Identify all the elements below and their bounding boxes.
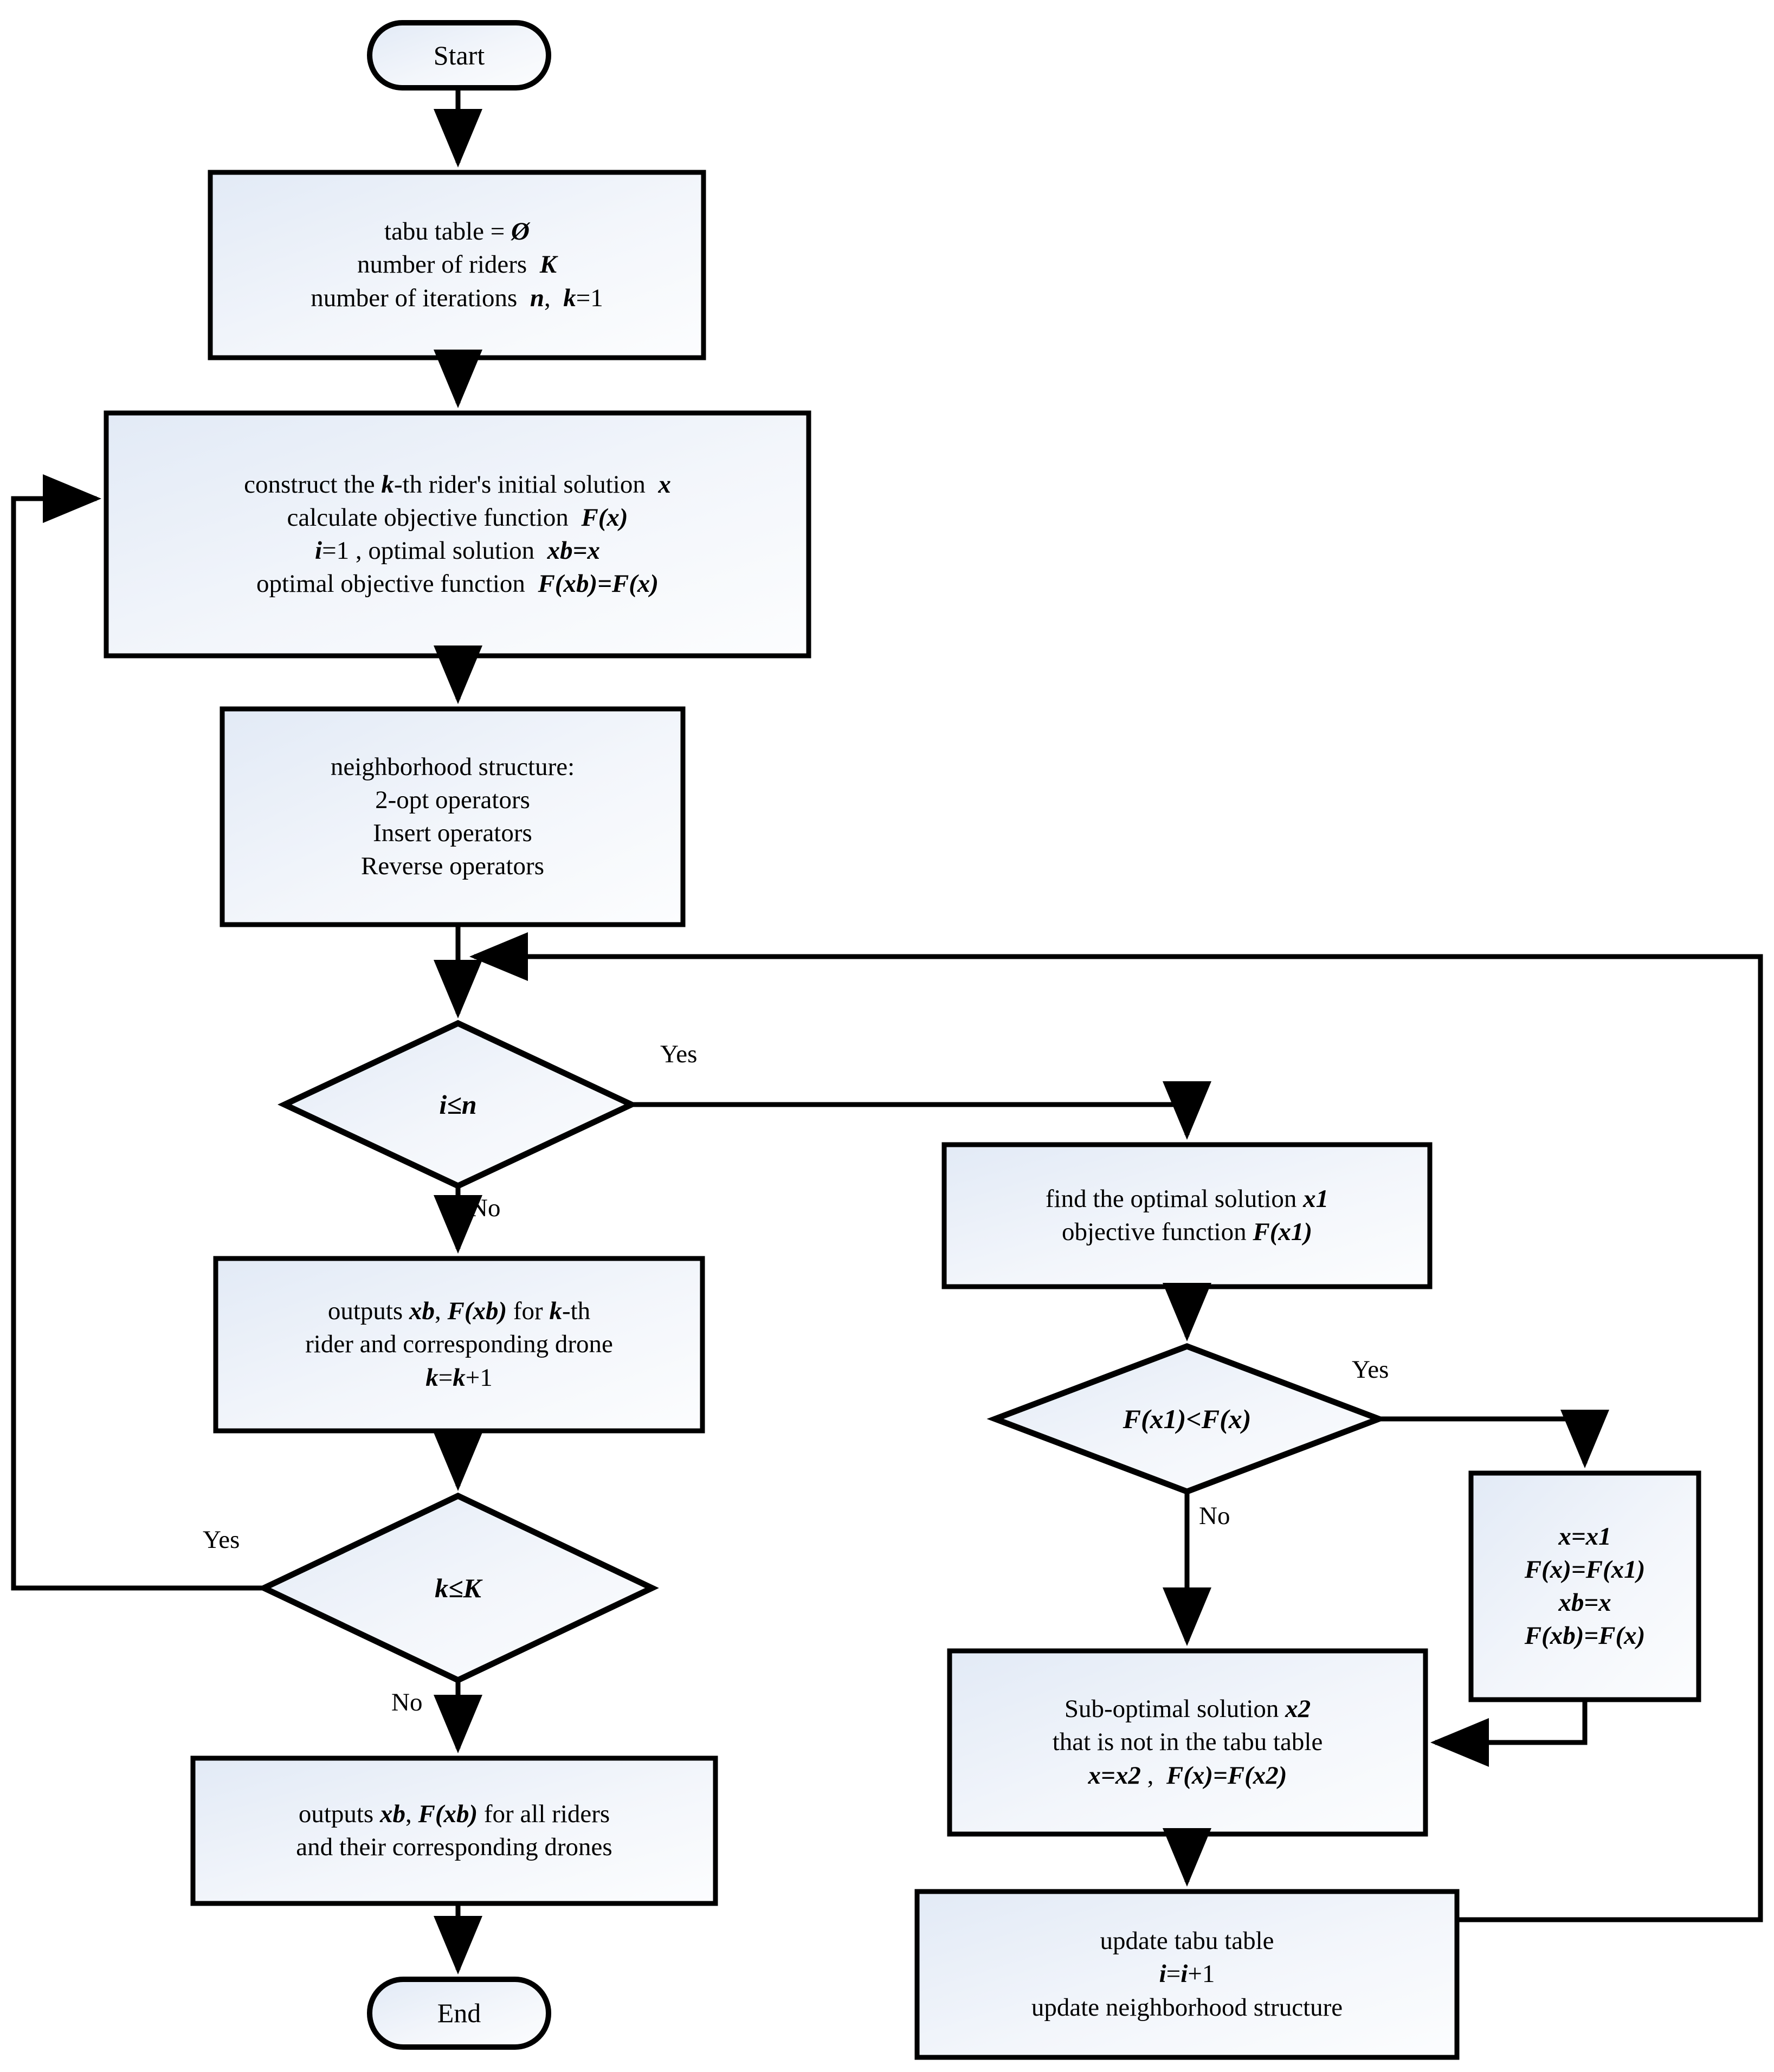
edge-label-decision-f-yes: Yes <box>1352 1355 1389 1384</box>
edge-update-feedback-loop <box>469 932 1763 1922</box>
node-start-shape <box>367 20 551 91</box>
node-assign-shape <box>1468 1470 1701 1702</box>
edge-label-decision-i-yes: Yes <box>660 1040 698 1068</box>
edge-label-decision-i-no: No <box>469 1194 501 1222</box>
node-update-shape <box>914 1889 1460 2060</box>
edge-assign-to-subopt <box>1430 1700 1588 1767</box>
node-end-shape <box>367 1977 551 2050</box>
node-neighborhood-shape <box>220 706 686 927</box>
node-init-shape <box>208 170 706 360</box>
node-decision-f-shape <box>986 1343 1388 1495</box>
node-decision-i-shape <box>278 1019 638 1190</box>
node-decision-k-shape <box>257 1492 659 1684</box>
edge-label-decision-k-no: No <box>391 1688 423 1716</box>
edge-decision-i-yes <box>631 1081 1211 1140</box>
node-output-k-shape <box>213 1256 705 1434</box>
edge-decision-f-yes <box>1379 1410 1609 1468</box>
edge-label-decision-k-yes: Yes <box>203 1526 240 1554</box>
edge-label-decision-f-no: No <box>1199 1502 1230 1530</box>
node-subopt-shape <box>947 1648 1428 1837</box>
edge-decision-k-yes <box>11 474 264 1591</box>
node-output-all-shape <box>190 1755 718 1906</box>
node-construct-shape <box>104 410 811 659</box>
node-find-opt-shape <box>941 1142 1433 1289</box>
